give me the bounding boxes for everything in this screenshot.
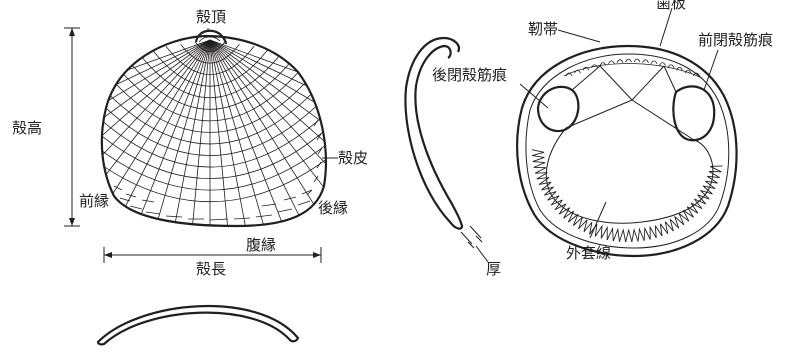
- margin-crenulations: [532, 150, 723, 242]
- shell-profile-outline: [98, 306, 298, 344]
- shell-exterior-view: [0, 31, 454, 300]
- crenulation-tooth: [710, 166, 722, 172]
- crenulation-tooth: [683, 210, 693, 221]
- label-thickness: 厚: [486, 260, 501, 278]
- hinge-tooth: [643, 60, 649, 63]
- label-pallial-line: 外套線: [566, 244, 611, 262]
- crenulation-tooth: [644, 228, 650, 240]
- label-anterior-margin: 前縁: [79, 192, 109, 210]
- label-posterior-adductor-scar: 後閉殻筋痕: [432, 66, 507, 84]
- interior-outline: [517, 46, 736, 256]
- pallial-line-path: [546, 128, 713, 223]
- leader-lines: [520, 8, 718, 238]
- label-periostracum: 殻皮: [338, 149, 368, 167]
- label-umbo: 殻頂: [196, 8, 226, 26]
- hinge-tooth: [660, 63, 666, 66]
- shell-interior-view: [517, 46, 736, 256]
- crenulation-tooth: [691, 203, 702, 213]
- crenulation-tooth: [559, 208, 570, 219]
- crenulation-tooth: [534, 167, 546, 173]
- radial-rib: [32, 40, 210, 230]
- label-height: 殻高: [12, 119, 42, 137]
- radial-ribs: [0, 40, 454, 300]
- hinge-tooth: [617, 60, 623, 63]
- hinge-tooth: [609, 61, 615, 64]
- label-hinge-plate: 歯板: [656, 0, 686, 12]
- crenulation-tooth: [613, 229, 619, 241]
- label-posterior-margin: 後縁: [318, 199, 348, 217]
- height-dimension: [64, 28, 80, 226]
- radial-rib: [15, 40, 210, 212]
- crenulation-tooth: [638, 229, 644, 241]
- crenulation-tooth: [619, 230, 625, 242]
- hinge-tooth: [626, 59, 632, 62]
- label-length: 殻長: [196, 260, 226, 278]
- crenulation-tooth: [626, 230, 632, 242]
- crenulation-tooth: [532, 150, 544, 156]
- hinge-tooth: [651, 61, 657, 64]
- posterior-adductor-scar: [538, 87, 578, 131]
- anterior-adductor-scar: [673, 86, 714, 140]
- radial-rib: [115, 40, 210, 282]
- radial-rib: [51, 40, 210, 246]
- crenulation-tooth: [533, 162, 545, 168]
- label-ligament: 靭帯: [528, 20, 558, 38]
- label-ventral-margin: 腹縁: [246, 236, 276, 254]
- hinge-tooth: [634, 59, 640, 62]
- crenulation-tooth: [607, 229, 613, 241]
- label-anterior-adductor-scar: 前閉殻筋痕: [698, 31, 773, 49]
- radial-rib: [210, 40, 388, 230]
- radial-rib: [210, 40, 405, 212]
- radial-rib: [210, 40, 420, 193]
- hinge-teeth: [566, 59, 700, 76]
- crenulation-tooth: [632, 230, 638, 242]
- crenulation-tooth: [532, 156, 544, 162]
